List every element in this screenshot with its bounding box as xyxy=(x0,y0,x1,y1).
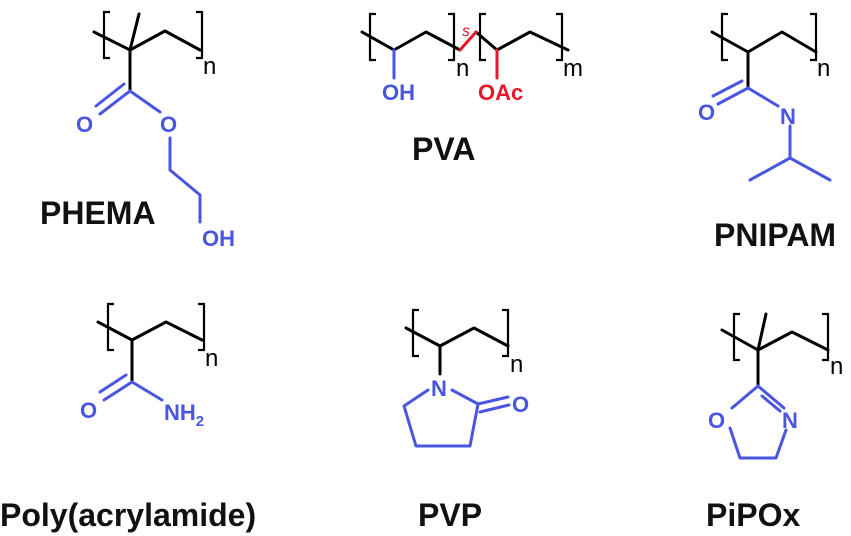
pva-stat-connector xyxy=(458,30,478,52)
phema-ester-oxygen: O xyxy=(160,112,177,137)
pnipam-bracket-right xyxy=(810,12,818,62)
pipox-label: PiPOx xyxy=(706,497,800,533)
pvp-backbone xyxy=(404,326,510,348)
phema-bracket-left xyxy=(102,10,110,60)
phema-carbonyl-oxygen: O xyxy=(76,112,93,137)
pvp-carbonyl-bond-2 xyxy=(478,403,511,414)
pvp-repeat-n: n xyxy=(510,351,523,378)
phema-label: PHEMA xyxy=(40,195,156,231)
pnipam-carbonyl-oxygen: O xyxy=(698,100,715,125)
pva-structure: s OH OAc n m PVA xyxy=(360,12,583,167)
pam-amine-label: NH xyxy=(164,400,196,425)
pipox-backbone xyxy=(720,328,830,352)
pipox-bracket-right xyxy=(822,312,830,362)
pva-repeat-m: m xyxy=(563,55,583,82)
pipox-ring-c-n-2 xyxy=(760,394,782,413)
pva-repeat-n: n xyxy=(456,55,469,82)
pnipam-structure: O N n PNIPAM xyxy=(698,12,836,253)
pnipam-carbonyl-bond xyxy=(716,86,750,106)
pipox-ring-c-n xyxy=(756,384,786,410)
pam-amide-bond xyxy=(130,380,164,402)
pipox-ring-o-c xyxy=(730,384,760,410)
pam-repeat-n: n xyxy=(205,345,218,372)
pam-amine-subscript: 2 xyxy=(196,413,204,430)
phema-ester-bond xyxy=(128,89,162,114)
pipox-ring-nitrogen: N xyxy=(782,408,798,433)
pam-label: Poly(acrylamide) xyxy=(0,497,256,533)
pnipam-amide-bond xyxy=(746,86,780,108)
phema-bracket-right xyxy=(196,10,204,60)
pnipam-isopropyl xyxy=(748,156,832,182)
pam-carbonyl-bond xyxy=(102,380,134,402)
pvp-ring-nitrogen: N xyxy=(431,376,447,401)
pam-bracket-right xyxy=(198,302,206,352)
phema-methyl xyxy=(128,12,141,52)
phema-repeat-n: n xyxy=(203,53,216,80)
pipox-ring-oxygen: O xyxy=(708,408,725,433)
pnipam-label: PNIPAM xyxy=(714,217,836,253)
pam-backbone xyxy=(96,320,204,342)
phema-backbone xyxy=(92,29,202,52)
phema-carbonyl-bond-2 xyxy=(94,82,126,108)
pva-hydroxyl: OH xyxy=(382,80,415,105)
pva-label: PVA xyxy=(412,131,475,167)
pnipam-backbone xyxy=(710,30,818,54)
pipox-ring-base xyxy=(728,426,788,460)
pipox-repeat-n: n xyxy=(830,353,843,380)
pnipam-amide-nitrogen: N xyxy=(780,104,796,129)
pva-acetate: OAc xyxy=(478,80,523,105)
pam-structure: O NH2 n Poly(acrylamide) xyxy=(0,302,256,533)
pam-carbonyl-oxygen: O xyxy=(80,398,97,423)
pnipam-carbonyl-bond-2 xyxy=(711,79,744,98)
phema-hydroxyl: OH xyxy=(202,226,235,251)
pvp-ring xyxy=(402,388,480,448)
pva-statistical-mark: s xyxy=(462,23,470,40)
pvp-label: PVP xyxy=(418,497,482,533)
pam-carbonyl-bond-2 xyxy=(98,373,128,394)
phema-ethylene-chain xyxy=(168,136,202,224)
pvp-carbonyl-bond xyxy=(476,395,510,406)
pipox-structure: O N n PiPOx xyxy=(706,312,843,533)
pnipam-repeat-n: n xyxy=(817,55,830,82)
pva-backbone-1 xyxy=(360,30,462,52)
pam-amine: NH2 xyxy=(164,400,204,430)
pipox-methyl xyxy=(756,312,768,352)
pvp-structure: N O n PVP xyxy=(402,308,529,533)
phema-structure: O O OH n PHEMA xyxy=(40,10,235,251)
pvp-carbonyl-oxygen: O xyxy=(512,392,529,417)
pva-bracket-2-right xyxy=(556,12,564,62)
phema-carbonyl-bond xyxy=(98,89,132,116)
pvp-bracket-right xyxy=(502,308,510,358)
pva-bracket-1-right xyxy=(448,12,456,62)
pva-backbone-2 xyxy=(474,30,570,52)
